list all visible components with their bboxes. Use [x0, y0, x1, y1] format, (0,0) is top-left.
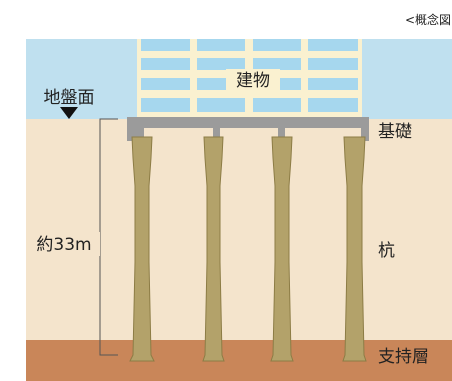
pile-4: [342, 136, 367, 362]
piles: [129, 136, 367, 362]
ground-surface-label: 地盤面: [44, 88, 95, 108]
building-label: 建物: [236, 71, 270, 91]
bearing-layer-label: 支持層: [378, 347, 429, 367]
depth-label-backing: [30, 232, 100, 256]
pile-2: [202, 136, 225, 362]
bearing-layer: [26, 340, 452, 381]
pile-label: 杭: [378, 241, 395, 261]
pile-1: [129, 136, 155, 362]
building-label-backing: [226, 69, 280, 91]
figure-caption: <概念図: [405, 12, 451, 27]
foundation: [127, 117, 369, 141]
depth-label: 約33m: [36, 235, 91, 255]
soil-layer: [26, 119, 452, 340]
pile-3: [270, 136, 294, 362]
ground-marker-icon: [60, 107, 78, 119]
building: 建物: [137, 39, 362, 119]
foundation-label: 基礎: [378, 122, 412, 142]
